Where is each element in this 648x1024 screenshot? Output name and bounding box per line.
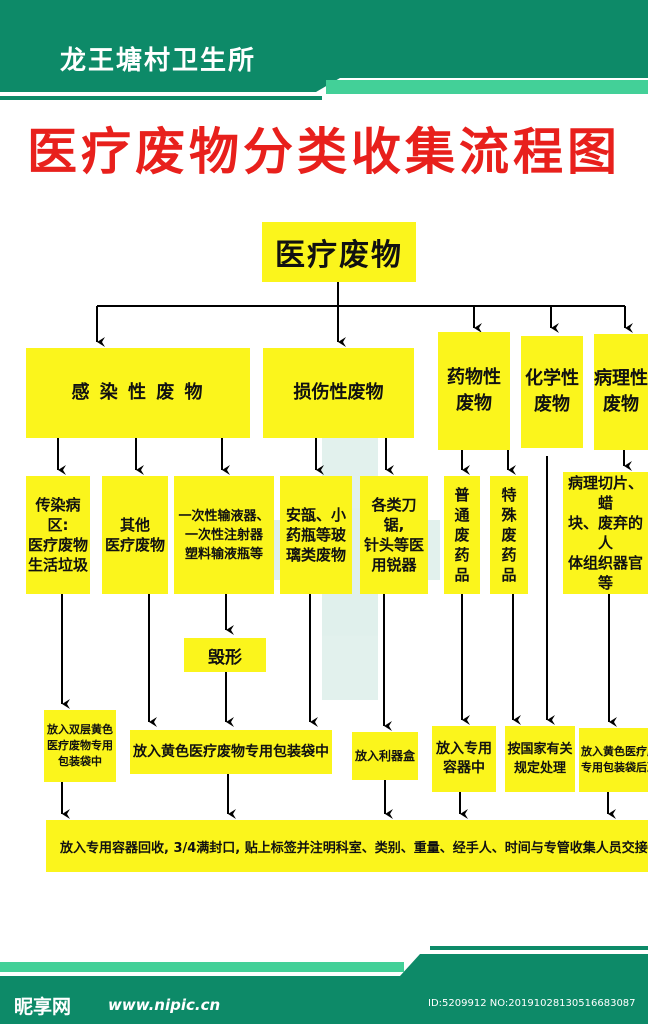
category-infectious: 感 染 性 废 物 [26, 348, 250, 438]
final-step: 放入专用容器回收, 3/4满封口, 贴上标签并注明科室、类别、重量、经手人、时间… [46, 820, 648, 872]
item-disposable-devices: 一次性输液器、 一次性注射器 塑料输液瓶等 [174, 476, 274, 594]
dest-freeze: 放入黄色医疗废物 专用包装袋后冷冻 [579, 728, 648, 792]
category-pharmaceutical: 药物性 废物 [438, 332, 510, 450]
item-glass-waste: 安瓿、小 药瓶等玻 璃类废物 [280, 476, 352, 594]
dest-sharps-box: 放入利器盒 [352, 732, 418, 780]
item-other-medical-waste: 其他 医疗废物 [102, 476, 168, 594]
watermark-site: www.nipic.cn [108, 996, 221, 1014]
footer-accent-stripe [0, 962, 404, 972]
destroy-step: 毁形 [184, 638, 266, 672]
dest-special-container: 放入专用 容器中 [432, 726, 496, 792]
header-accent-stripe [326, 80, 648, 94]
watermark-logo: 昵享网 [14, 996, 72, 1018]
category-pathological: 病理性 废物 [594, 334, 648, 450]
item-sharps: 各类刀锯, 针头等医 用锐器 [360, 476, 428, 594]
item-special-waste-drugs: 特 殊 废 药 品 [490, 476, 528, 594]
header-accent-line [0, 96, 322, 100]
dest-double-yellow-bag: 放入双层黄色 医疗废物专用 包装袋中 [44, 710, 116, 782]
header-band [0, 0, 648, 92]
category-chemical: 化学性 废物 [521, 336, 583, 448]
dest-yellow-bag: 放入黄色医疗废物专用包装袋中 [130, 730, 332, 774]
root-medical-waste: 医疗废物 [262, 222, 416, 282]
item-pathological-tissue: 病理切片、蜡 块、废弃的人 体组织器官等 [563, 472, 648, 594]
clinic-name: 龙王塘村卫生所 [60, 46, 257, 76]
watermark-id: ID:5209912 NO:20191028130516683087 [428, 998, 636, 1009]
page-title: 医疗废物分类收集流程图 [27, 123, 621, 181]
item-infectious-ward-waste: 传染病区: 医疗废物 生活垃圾 [26, 476, 90, 594]
item-common-waste-drugs: 普 通 废 药 品 [444, 476, 480, 594]
category-injurious: 损伤性废物 [263, 348, 414, 438]
dest-national-rules: 按国家有关 规定处理 [505, 726, 575, 792]
footer-accent-line [430, 946, 648, 950]
